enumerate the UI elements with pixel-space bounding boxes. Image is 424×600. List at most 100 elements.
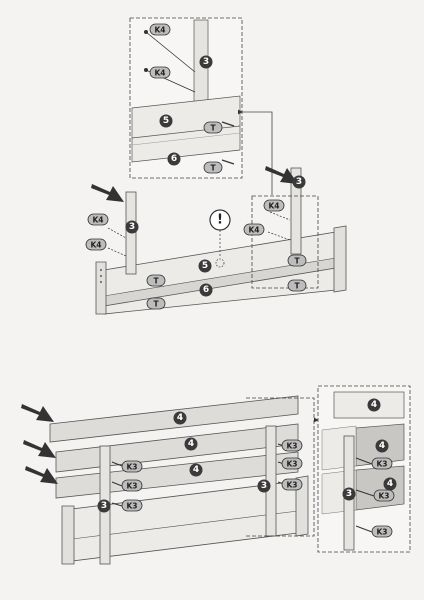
- bottom-right-end-post: [295, 475, 309, 537]
- part-badge-4: 4: [173, 411, 187, 425]
- svg-text:K4: K4: [154, 26, 165, 35]
- part-badge-3: 3: [125, 220, 139, 234]
- svg-text:3: 3: [101, 501, 107, 511]
- svg-text:K4: K4: [248, 226, 259, 235]
- svg-text:4: 4: [188, 439, 194, 449]
- svg-text:K3: K3: [126, 502, 137, 511]
- part-badge-4: 4: [184, 437, 198, 451]
- part-badge-5: 5: [159, 114, 173, 128]
- svg-text:4: 4: [177, 413, 183, 423]
- svg-text:6: 6: [171, 154, 177, 164]
- t-tag: T: [287, 254, 307, 267]
- part-badge-3: 3: [97, 499, 111, 513]
- svg-text:3: 3: [203, 57, 209, 67]
- svg-text:K3: K3: [286, 481, 297, 490]
- svg-text:K4: K4: [154, 69, 165, 78]
- detail-board-4-lower: [355, 465, 405, 511]
- insert-arrow-icon: [25, 466, 58, 484]
- board-4-lower: [55, 451, 299, 499]
- svg-text:K3: K3: [376, 460, 387, 469]
- part-badge-5: 5: [198, 259, 212, 273]
- top-frame: [95, 167, 347, 315]
- svg-text:K3: K3: [126, 463, 137, 472]
- dowel-icon: [221, 121, 235, 127]
- top-assembly-step: K4 K4 3 5 T 6: [85, 17, 347, 315]
- t-tag: T: [203, 161, 223, 174]
- k3-tag: K3: [355, 489, 395, 502]
- bottom-detail-inset: 4 4 4 3 K3 K3: [317, 385, 411, 553]
- svg-text:K3: K3: [126, 482, 137, 491]
- insert-arrow-icon: [91, 184, 124, 202]
- part-badge-4: 4: [189, 463, 203, 477]
- svg-text:T: T: [294, 257, 300, 266]
- insert-arrow-icon: [21, 404, 54, 422]
- bottom-main-detail-marker: [246, 397, 315, 537]
- bottom-left-end-post: [61, 505, 75, 565]
- insert-arrow-icon: [23, 440, 56, 458]
- svg-text:K3: K3: [286, 442, 297, 451]
- svg-text:T: T: [294, 282, 300, 291]
- svg-text:4: 4: [371, 400, 377, 410]
- bottom-assembly-step: 4 4 4 3 3 K3 K3: [21, 385, 411, 565]
- right-end-post: [333, 225, 347, 293]
- dowel-icon: [221, 159, 235, 165]
- t-tag: T: [203, 121, 223, 134]
- k3-tag: K3: [355, 457, 393, 470]
- svg-text:K3: K3: [286, 460, 297, 469]
- svg-text:3: 3: [346, 489, 352, 499]
- svg-text:K4: K4: [268, 202, 279, 211]
- screw-icon: [144, 30, 196, 73]
- right-post-3: [290, 167, 302, 255]
- svg-text:K4: K4: [92, 216, 103, 225]
- k4-tag: K4: [263, 199, 285, 212]
- t-tag: T: [146, 297, 166, 310]
- k4-tag: K4: [85, 238, 107, 251]
- insert-arrow-icon: [265, 166, 298, 184]
- detail-rail-5: [131, 95, 241, 163]
- svg-text:T: T: [210, 164, 216, 173]
- part-badge-3: 3: [342, 487, 356, 501]
- k4-tag: K4: [149, 66, 171, 79]
- svg-text:4: 4: [387, 479, 393, 489]
- k3-tag: K3: [355, 525, 393, 538]
- t-tag: T: [146, 274, 166, 287]
- svg-text:T: T: [153, 300, 159, 309]
- detail-connector: [238, 109, 273, 195]
- part-badge-3: 3: [292, 175, 306, 189]
- right-detail-frame: [251, 195, 319, 289]
- svg-text:3: 3: [129, 222, 135, 232]
- svg-text:5: 5: [202, 261, 208, 271]
- k3-tag: K3: [111, 460, 143, 473]
- part-badge-4: 4: [367, 398, 381, 412]
- svg-text:4: 4: [193, 465, 199, 475]
- svg-text:K4: K4: [90, 241, 101, 250]
- left-end-post: [95, 261, 107, 315]
- top-detail-inset: K4 K4 3 5 T 6: [129, 17, 243, 179]
- k3-tag: K3: [277, 439, 303, 452]
- k4-tag: K4: [243, 223, 265, 236]
- svg-text:3: 3: [261, 481, 267, 491]
- svg-text:K3: K3: [376, 528, 387, 537]
- k3-tag: K3: [277, 457, 303, 470]
- part-badge-4: 4: [383, 477, 397, 491]
- svg-text:4: 4: [379, 441, 385, 451]
- part-badge-6: 6: [167, 152, 181, 166]
- svg-text:K3: K3: [378, 492, 389, 501]
- part-badge-4: 4: [375, 439, 389, 453]
- t-tag: T: [287, 279, 307, 292]
- svg-text:6: 6: [203, 285, 209, 295]
- warning-icon: !: [209, 209, 231, 268]
- k3-tag: K3: [277, 478, 303, 491]
- k3-tag: K3: [111, 499, 143, 512]
- svg-text:3: 3: [296, 177, 302, 187]
- svg-text:T: T: [210, 124, 216, 133]
- part-badge-3: 3: [199, 55, 213, 69]
- k4-tag: K4: [87, 213, 109, 226]
- k4-tag: K4: [149, 23, 171, 36]
- part-badge-6: 6: [199, 283, 213, 297]
- svg-text:T: T: [153, 277, 159, 286]
- svg-text:!: !: [217, 213, 223, 228]
- svg-text:5: 5: [163, 116, 169, 126]
